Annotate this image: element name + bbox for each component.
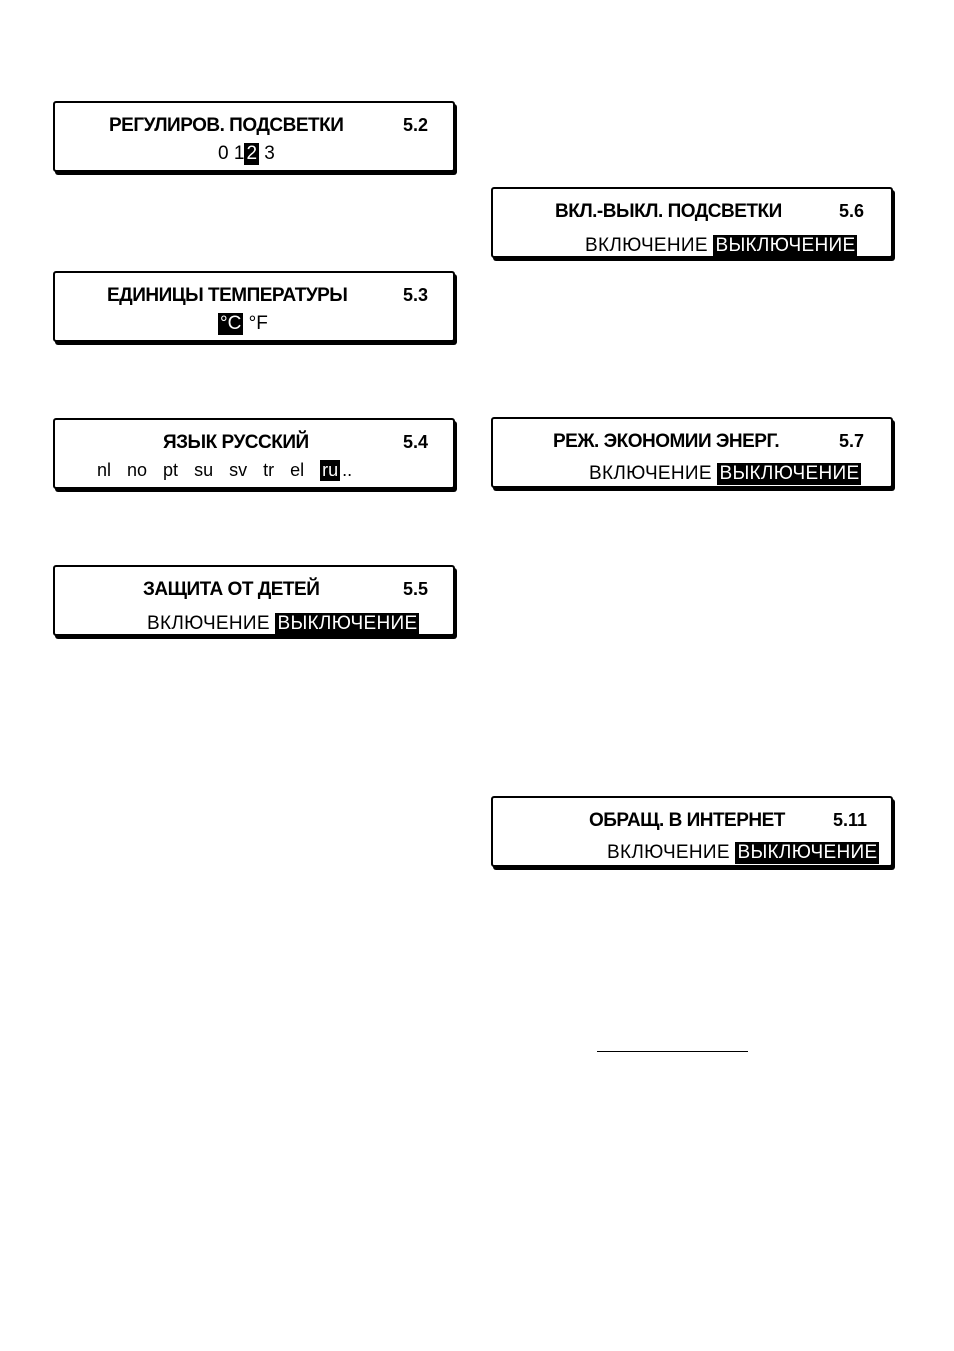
option-fahrenheit[interactable]: °F — [249, 313, 268, 335]
lang-su[interactable]: su — [194, 460, 213, 481]
option-on[interactable]: включение — [589, 463, 712, 485]
panel-title: ЕДИНИЦЫ ТЕМПЕРАТУРЫ — [107, 285, 347, 307]
option-on[interactable]: включение — [585, 235, 708, 257]
lang-tr[interactable]: tr — [263, 460, 274, 481]
panel-code: 5.11 — [833, 810, 867, 831]
backlight-toggle-options: включение выключение — [585, 235, 857, 257]
temperature-unit-options: °C °F — [218, 313, 268, 335]
option-2-selected[interactable]: 2 — [244, 143, 259, 165]
lang-sv[interactable]: sv — [229, 460, 247, 481]
lang-ru-selected[interactable]: ru — [320, 460, 340, 481]
display-panel-5-7: РЕЖ. ЭКОНОМИИ ЭНЕРГ. 5.7 включение выклю… — [491, 417, 893, 488]
child-lock-options: включение выключение — [147, 613, 419, 635]
display-panel-5-6: ВКЛ.-ВЫКЛ. ПОДСВЕТКИ 5.6 включение выклю… — [491, 187, 893, 258]
panel-code: 5.3 — [403, 285, 428, 306]
lang-nl[interactable]: nl — [97, 460, 111, 481]
display-panel-5-11: ОБРАЩ. В ИНТЕРНЕТ 5.11 включение выключе… — [491, 796, 893, 867]
separator-line — [597, 1051, 748, 1052]
option-off-selected[interactable]: выключение — [735, 842, 879, 864]
display-panel-5-5: ЗАЩИТА ОТ ДЕТЕЙ 5.5 включение выключение — [53, 565, 455, 636]
option-on[interactable]: включение — [607, 842, 730, 864]
option-off-selected[interactable]: выключение — [275, 613, 419, 635]
panel-code: 5.7 — [839, 431, 864, 452]
internet-access-options: включение выключение — [607, 842, 879, 864]
panel-code: 5.6 — [839, 201, 864, 222]
option-1[interactable]: 1 — [234, 143, 245, 165]
panel-title: РЕЖ. ЭКОНОМИИ ЭНЕРГ. — [553, 431, 779, 453]
display-panel-5-3: ЕДИНИЦЫ ТЕМПЕРАТУРЫ 5.3 °C °F — [53, 271, 455, 342]
panel-code: 5.4 — [403, 432, 428, 453]
panel-title: ВКЛ.-ВЫКЛ. ПОДСВЕТКИ — [555, 201, 782, 223]
panel-code: 5.2 — [403, 115, 428, 136]
option-off-selected[interactable]: выключение — [713, 235, 857, 257]
panel-title: ЗАЩИТА ОТ ДЕТЕЙ — [143, 579, 319, 601]
panel-title: РЕГУЛИРОВ. ПОДСВЕТКИ — [109, 115, 343, 137]
energy-saving-options: включение выключение — [589, 463, 861, 485]
option-celsius-selected[interactable]: °C — [218, 313, 243, 335]
lang-el[interactable]: el — [290, 460, 304, 481]
option-on[interactable]: включение — [147, 613, 270, 635]
lang-no[interactable]: no — [127, 460, 147, 481]
panel-title: ЯЗЫК РУССКИЙ — [163, 432, 309, 454]
lang-pt[interactable]: pt — [163, 460, 178, 481]
panel-code: 5.5 — [403, 579, 428, 600]
option-3[interactable]: 3 — [264, 143, 275, 165]
lang-more[interactable]: .. — [342, 460, 352, 481]
option-off-selected[interactable]: выключение — [717, 463, 861, 485]
option-0[interactable]: 0 — [218, 143, 229, 165]
panel-title: ОБРАЩ. В ИНТЕРНЕТ — [589, 810, 785, 832]
